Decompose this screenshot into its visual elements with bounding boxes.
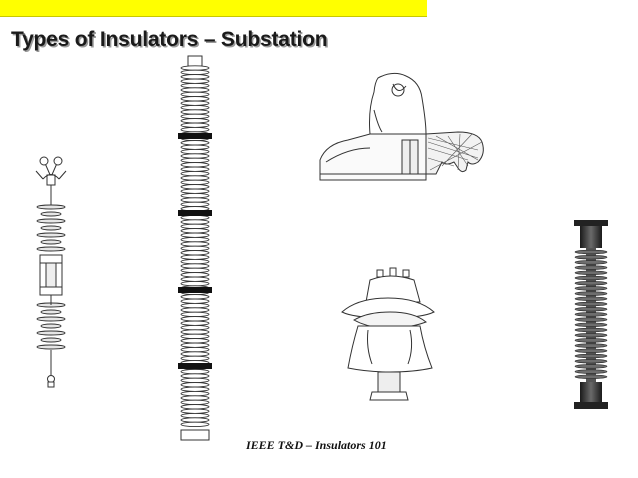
long-station-post-insulator-drawing xyxy=(178,55,212,441)
slide-footer: IEEE T&D – Insulators 101 xyxy=(246,438,387,452)
slide-title: Types of Insulators – Substation xyxy=(11,28,328,51)
accent-bar xyxy=(0,0,427,17)
cap-and-pin-insulator-cutaway-drawing xyxy=(319,72,484,181)
pin-type-post-insulator-drawing xyxy=(341,267,435,401)
polymer-post-insulator-photo xyxy=(574,220,608,409)
suspension-insulator-string-drawing xyxy=(35,156,67,388)
